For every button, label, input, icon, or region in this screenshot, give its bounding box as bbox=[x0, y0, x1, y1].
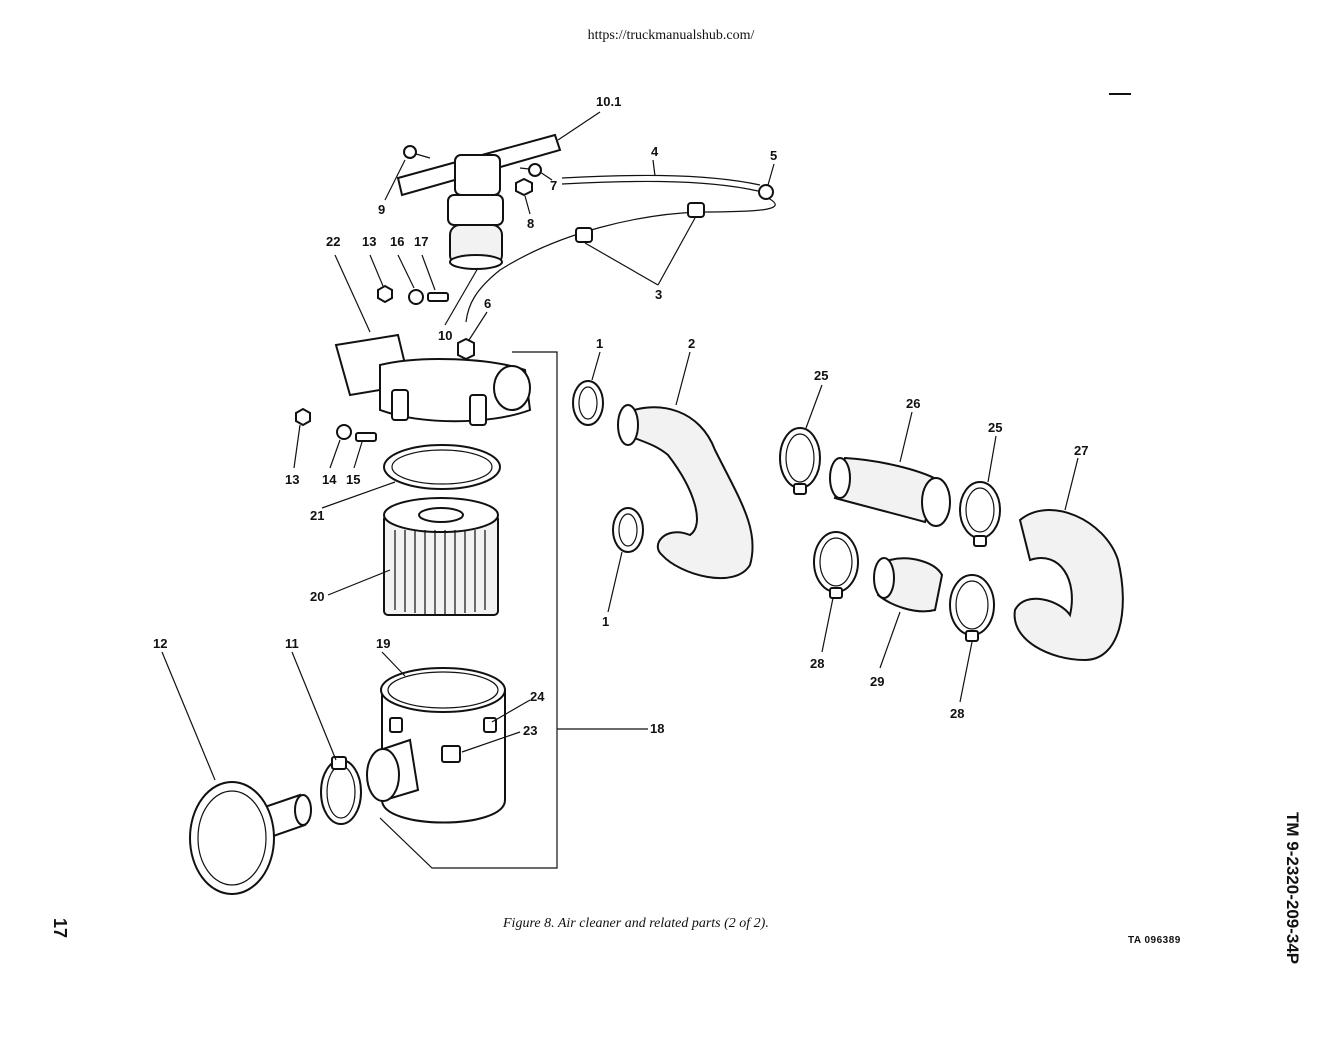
clamp-1-lower bbox=[612, 507, 644, 553]
callout-6: 6 bbox=[484, 296, 491, 311]
callout-11: 11 bbox=[285, 636, 299, 651]
callout-26: 26 bbox=[906, 396, 920, 411]
callout-13-bottom: 13 bbox=[285, 472, 299, 487]
source-url: https://truckmanualshub.com/ bbox=[587, 28, 755, 43]
callout-20: 20 bbox=[310, 589, 324, 604]
callout-14: 14 bbox=[322, 472, 337, 487]
air-cleaner-body-19 bbox=[366, 667, 506, 824]
assembly-bracket-18 bbox=[379, 351, 558, 869]
screw-9 bbox=[403, 145, 431, 159]
callout-28-left: 28 bbox=[810, 656, 824, 671]
sleeve-29 bbox=[873, 557, 944, 613]
callout-24: 24 bbox=[530, 689, 545, 704]
callout-16: 16 bbox=[390, 234, 404, 249]
callout-18: 18 bbox=[650, 721, 664, 736]
callout-8: 8 bbox=[527, 216, 534, 231]
cap-12 bbox=[189, 781, 312, 895]
nut-8 bbox=[515, 177, 533, 197]
fitting-6 bbox=[457, 337, 475, 361]
callout-15: 15 bbox=[346, 472, 360, 487]
callout-9: 9 bbox=[378, 202, 385, 217]
clamp-28-right bbox=[949, 574, 995, 642]
callout-13-top: 13 bbox=[362, 234, 376, 249]
air-cleaner-head bbox=[334, 333, 532, 426]
callout-7: 7 bbox=[550, 178, 557, 193]
callout-10: 10 bbox=[438, 328, 452, 343]
callout-23: 23 bbox=[523, 723, 537, 738]
callout-3: 3 bbox=[655, 287, 662, 302]
callout-21: 21 bbox=[310, 508, 324, 523]
callout-4: 4 bbox=[651, 144, 659, 159]
callout-22: 22 bbox=[326, 234, 340, 249]
callout-5: 5 bbox=[770, 148, 777, 163]
tube-4 bbox=[561, 174, 761, 192]
callout-25-right: 25 bbox=[988, 420, 1002, 435]
callout-29: 29 bbox=[870, 674, 884, 689]
clips-3 bbox=[575, 202, 705, 243]
elbow-5 bbox=[758, 184, 774, 200]
callout-28-right: 28 bbox=[950, 706, 964, 721]
clamp-1-upper bbox=[572, 380, 604, 426]
callout-10-1: 10.1 bbox=[596, 94, 621, 109]
ta-number: TA 096389 bbox=[1128, 935, 1181, 946]
gasket-21 bbox=[383, 444, 501, 490]
hardware-13-14-15 bbox=[295, 407, 377, 442]
callout-25-left: 25 bbox=[814, 368, 828, 383]
hose-27 bbox=[1013, 509, 1124, 662]
callout-19: 19 bbox=[376, 636, 390, 651]
callout-1-upper: 1 bbox=[596, 336, 603, 351]
callout-27: 27 bbox=[1074, 443, 1088, 458]
clamp-11 bbox=[320, 756, 362, 825]
hose-2 bbox=[617, 404, 754, 580]
callout-17: 17 bbox=[414, 234, 428, 249]
clamp-25-left bbox=[779, 427, 821, 495]
clamp-28-left bbox=[813, 531, 859, 599]
margin-mark bbox=[1109, 93, 1131, 95]
callout-2: 2 bbox=[688, 336, 695, 351]
callout-1-lower: 1 bbox=[602, 614, 609, 629]
sleeve-26 bbox=[829, 456, 951, 527]
tm-number: TM 9-2320-209-34P bbox=[1283, 812, 1302, 965]
tube-return bbox=[465, 197, 776, 323]
hardware-13-16-17 bbox=[377, 284, 449, 305]
restriction-indicator-10 bbox=[447, 154, 504, 270]
callout-labels: 10.1 4 5 9 7 8 3 22 13 16 17 10 6 1 2 25… bbox=[153, 94, 1088, 738]
page-number: 17 bbox=[50, 918, 70, 939]
filter-element-20 bbox=[383, 497, 499, 616]
screw-7 bbox=[519, 163, 542, 177]
clamp-25-right bbox=[959, 481, 1001, 547]
leader-lines bbox=[161, 111, 1079, 781]
figure-caption: Figure 8. Air cleaner and related parts … bbox=[503, 916, 769, 931]
callout-12: 12 bbox=[153, 636, 167, 651]
